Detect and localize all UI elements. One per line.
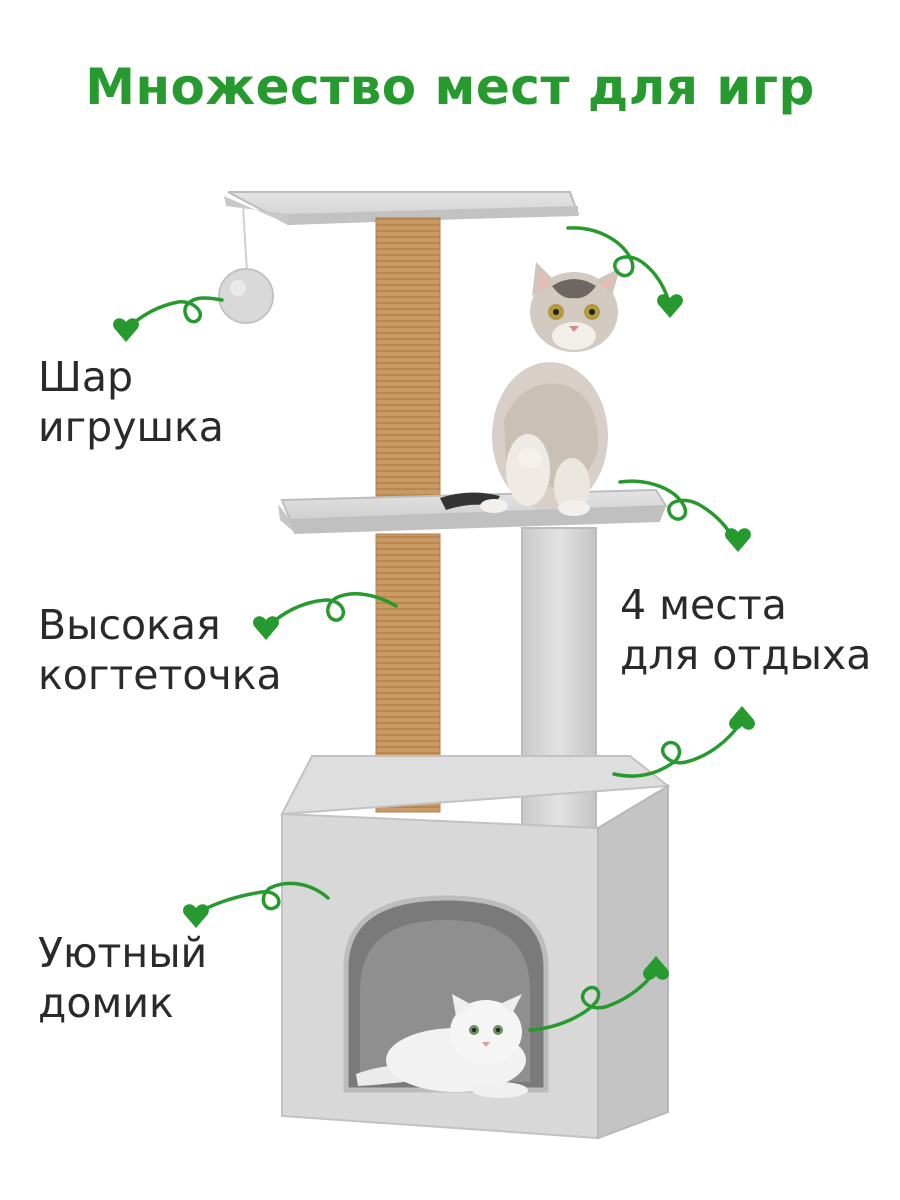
label-house-line1: Уютный — [38, 929, 208, 977]
heart-icon — [729, 706, 755, 730]
hanging-ball-toy — [218, 205, 274, 324]
sitting-kitten — [440, 262, 620, 516]
heart-icon — [183, 904, 209, 928]
curly-arrow-heart-icon — [612, 722, 742, 778]
label-house: Уютный домик — [38, 928, 207, 1028]
headline: Множество мест для игр — [85, 58, 815, 116]
label-house-line2: домик — [38, 979, 174, 1027]
heart-icon — [113, 318, 139, 342]
label-ball-toy: Шар игрушка — [38, 352, 224, 452]
curly-arrow-heart-icon — [124, 296, 224, 332]
curly-arrow-heart-icon — [266, 592, 398, 628]
upper-sisal-post — [375, 217, 441, 501]
label-scratcher-line1: Высокая — [38, 601, 221, 649]
label-rest-places-line2: для отдыха — [620, 631, 872, 679]
heart-icon — [253, 616, 279, 640]
label-rest-places: 4 места для отдыха — [620, 580, 871, 680]
heart-icon — [725, 528, 751, 552]
curly-arrow-heart-icon — [528, 970, 656, 1032]
heart-icon — [657, 294, 683, 318]
curly-arrow-heart-icon — [194, 881, 330, 916]
top-platform — [224, 191, 580, 226]
label-ball-toy-line1: Шар — [38, 353, 133, 401]
heart-icon — [643, 956, 669, 980]
label-rest-places-line1: 4 места — [620, 581, 787, 629]
curly-arrow-heart-icon — [618, 479, 736, 542]
lying-cat — [356, 994, 528, 1098]
curly-arrow-heart-icon — [566, 226, 672, 308]
label-ball-toy-line2: игрушка — [38, 403, 224, 451]
label-scratcher: Высокая когтеточка — [38, 600, 282, 700]
label-scratcher-line2: когтеточка — [38, 651, 282, 699]
